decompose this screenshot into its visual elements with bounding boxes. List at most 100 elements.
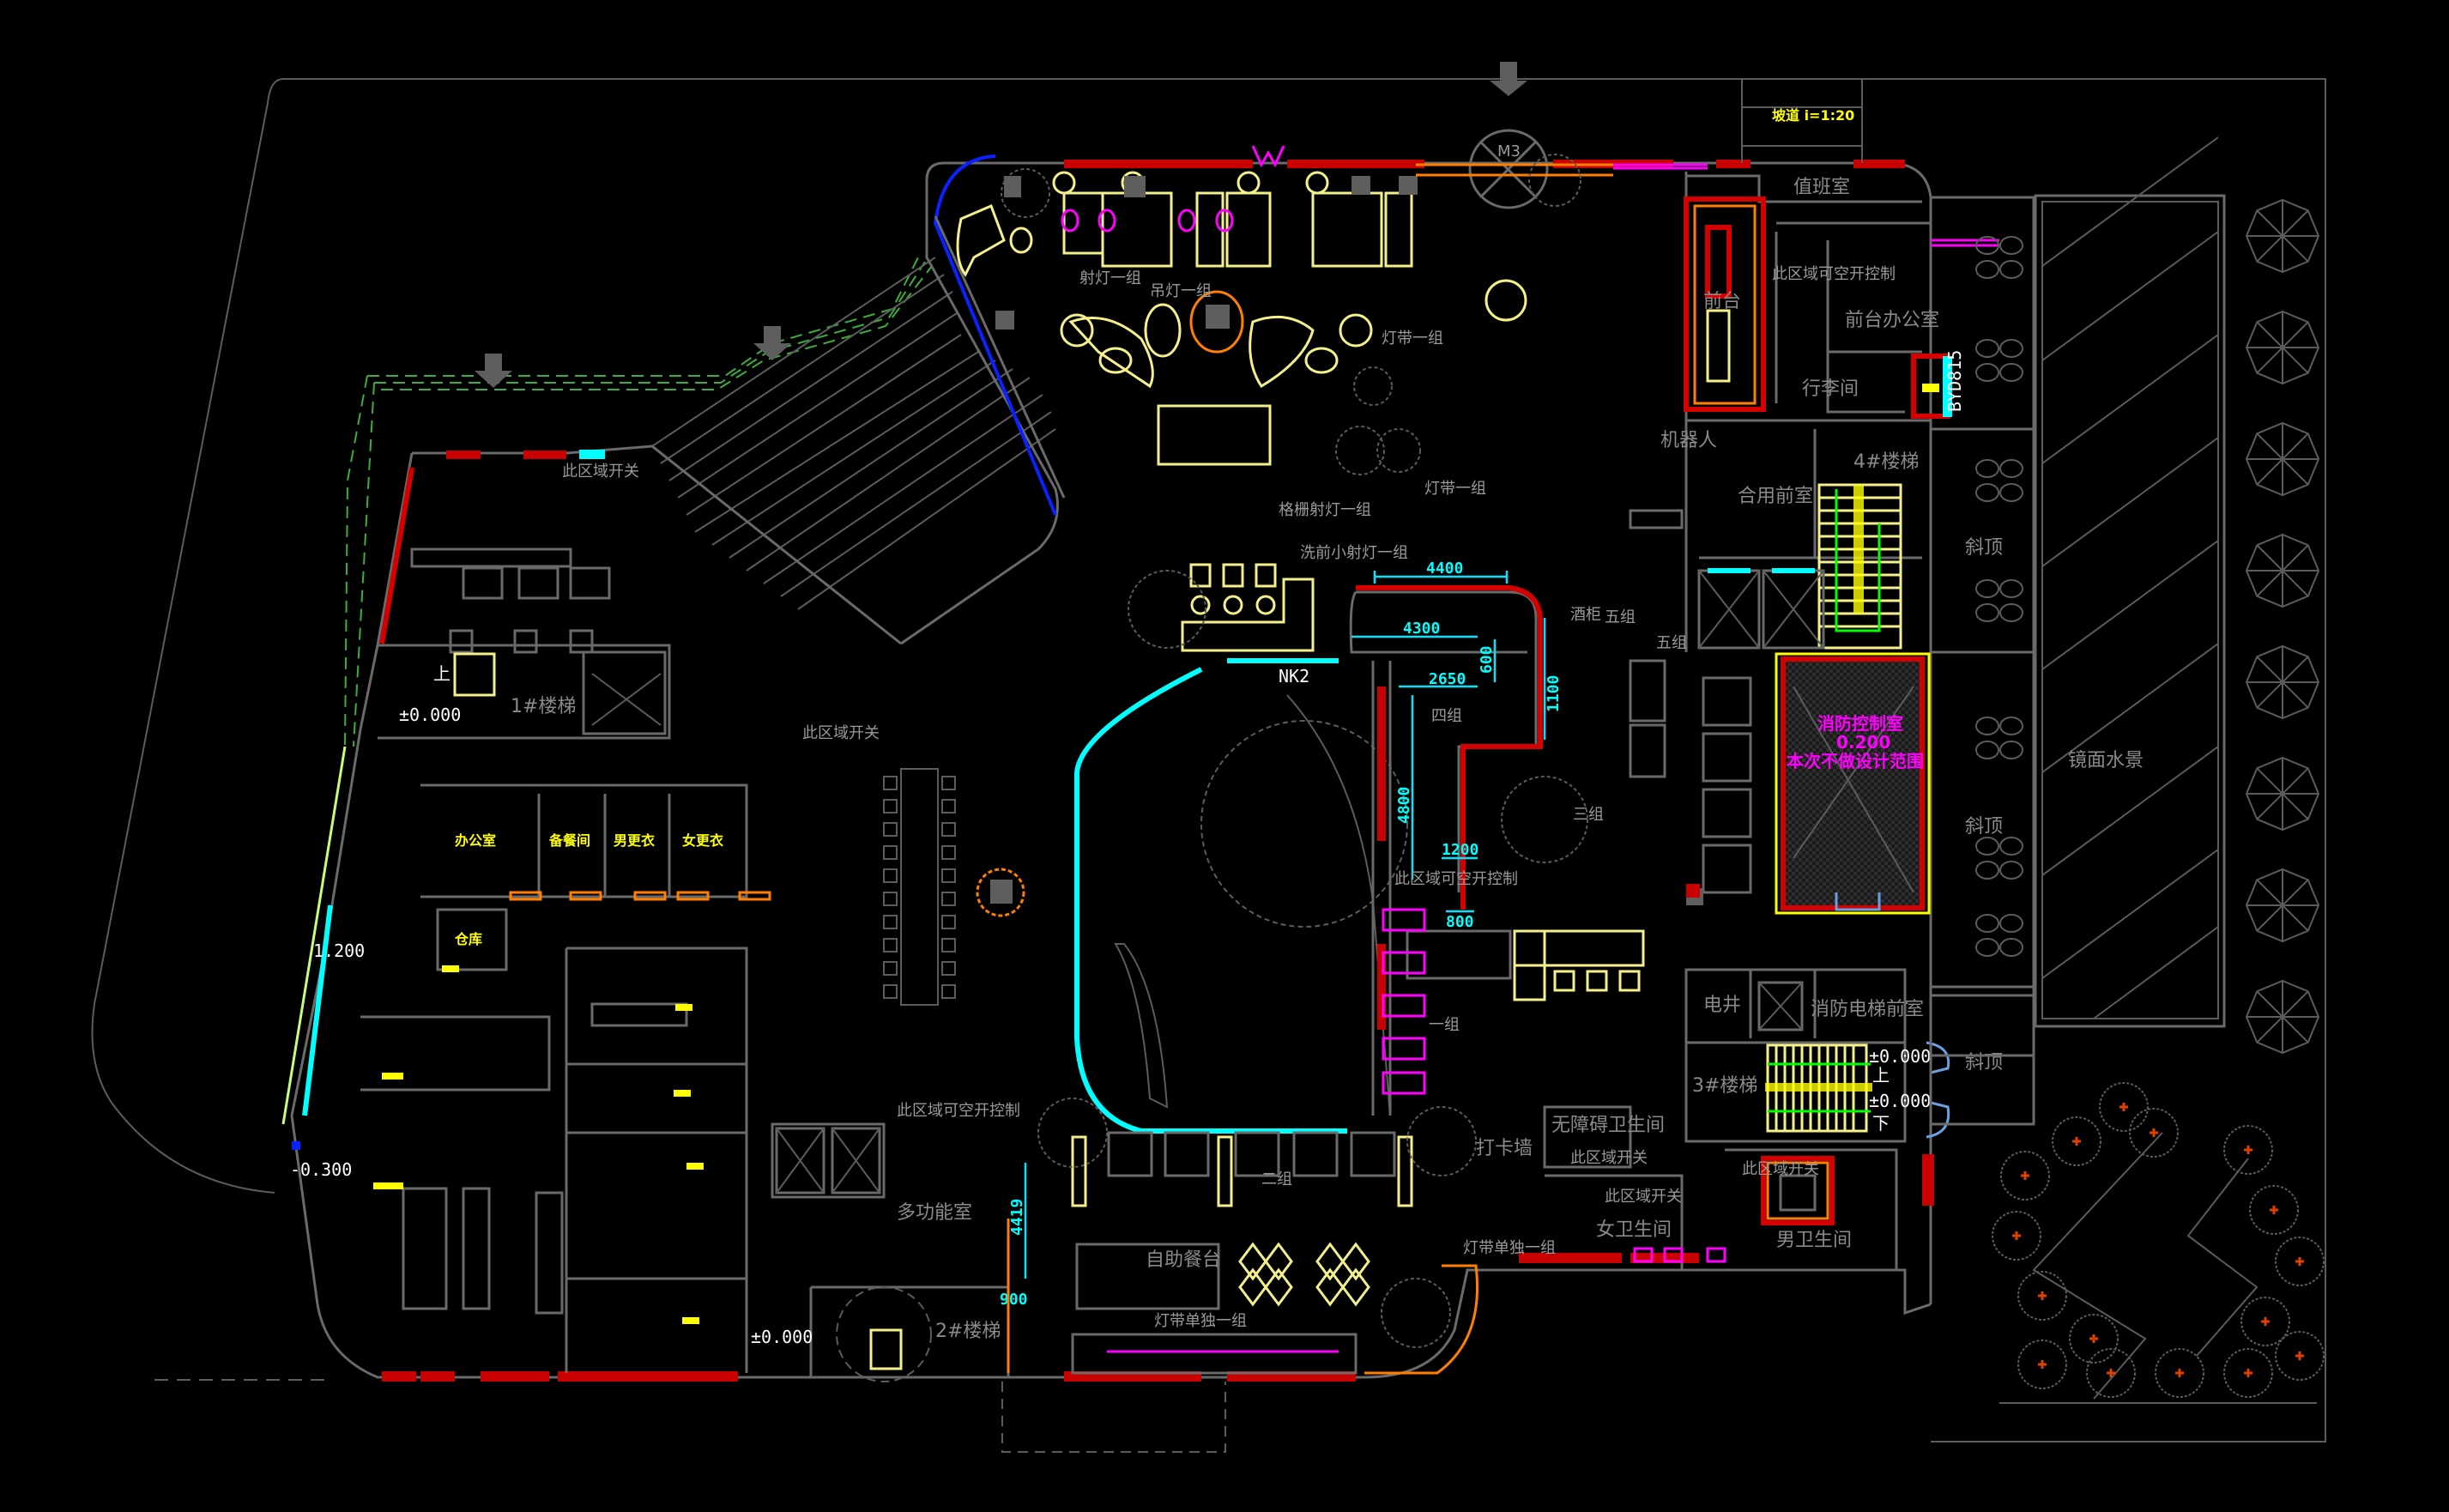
umbrella-rib	[2256, 209, 2309, 263]
light-fixture-icon	[2175, 1369, 2184, 1377]
fire-control-elevation: 0.200	[1836, 732, 1890, 753]
table-chair-set	[1999, 363, 2023, 382]
slope-roof-label-1: 斜顶	[1965, 537, 2003, 559]
lounge-wall	[934, 215, 1066, 499]
tree-icon	[2155, 1348, 2204, 1398]
lighting-group-5a: 五组	[1605, 608, 1636, 626]
chair	[883, 845, 898, 860]
table-chair-set	[1975, 579, 1999, 598]
light-fixture-icon	[2244, 1369, 2252, 1377]
chair	[941, 938, 956, 953]
umbrella-rib	[2256, 879, 2309, 932]
light-fixture-icon	[2038, 1360, 2047, 1369]
staff-rooms: 办公室 备餐间 男更衣 女更衣 仓库	[420, 783, 771, 971]
tree-icon	[2275, 1237, 2325, 1286]
lighting-group-1: 一组	[1429, 1016, 1460, 1034]
outdoor-elevation-label: -0.300	[290, 1159, 352, 1180]
breaker-note-atrium: 此区域可空开控制	[1394, 870, 1518, 888]
fire-control-title: 消防控制室	[1817, 713, 1903, 734]
stair3-down-mark: 下	[1872, 1113, 1890, 1134]
light-fixture-icon	[2244, 1146, 2252, 1154]
light-fixture-icon	[2150, 1128, 2158, 1137]
stair3-elevation-mid: ±0.000	[1869, 1091, 1931, 1111]
tree-icon	[2275, 1331, 2325, 1381]
lighting-strip-2: 灯带一组	[1424, 480, 1486, 498]
table-chair-set	[1999, 914, 2023, 933]
tree-icon	[1992, 1211, 2041, 1261]
mens-wc-label: 男卫生间	[1776, 1230, 1852, 1251]
ramp-elevation-label: 1.200	[313, 940, 365, 961]
switch-note-north: 此区域开关	[562, 463, 639, 481]
lighting-strip-single-2: 灯带单独一组	[1463, 1239, 1556, 1257]
table-chair-set	[1999, 483, 2023, 502]
site-boundary	[91, 78, 2326, 1453]
tree-icon	[2223, 1348, 2273, 1398]
table-chair-set	[1999, 236, 2023, 255]
core-south: 电井 消防电梯前室 3#楼梯 ±0.000 ±0.000 上 下 斜顶	[1684, 968, 2035, 1143]
curved-glass-wall	[933, 154, 1057, 516]
tree-icon	[2000, 1151, 2050, 1201]
dim-600: 600	[1478, 645, 1496, 674]
checkin-wall-label: 打卡墙	[1476, 1138, 1533, 1159]
umbrella-rib	[2256, 544, 2309, 597]
dim-1200: 1200	[1442, 841, 1478, 859]
chair	[941, 868, 956, 883]
long-table	[883, 768, 1025, 1006]
restrooms: 无障碍卫生间 此区域开关 此区域开关 女卫生间 此区域开关 男卫生间 打卡墙	[1476, 1105, 1898, 1270]
chair	[941, 822, 956, 837]
storage-label: 仓库	[454, 931, 482, 947]
stair3-label: 3#楼梯	[1692, 1075, 1757, 1097]
lighting-labels: 射灯一组 吊灯一组 灯带一组 灯带一组 格栅射灯一组 洗前小射灯一组 四组 三组…	[1079, 269, 1604, 1330]
banquet-label: 多功能室	[897, 1202, 972, 1224]
stair2-elevation: ±0.000	[751, 1327, 813, 1347]
male-locker-label: 男更衣	[614, 832, 655, 849]
light-fixture-icon	[2270, 1206, 2278, 1214]
table-chair-set	[1975, 459, 1999, 478]
table-chair-set	[1975, 603, 1999, 622]
revolving-door-label: M3	[1497, 142, 1521, 160]
table-chair-set	[1975, 717, 1999, 735]
tree-icon	[2017, 1271, 2067, 1321]
dim-4400: 4400	[1426, 559, 1463, 578]
table-chair-set	[1999, 260, 2023, 279]
lighting-strip-single-1: 灯带单独一组	[1154, 1312, 1247, 1330]
tree-icon	[2069, 1314, 2119, 1364]
umbrella-rib	[2256, 990, 2309, 1043]
light-fixture-icon	[2107, 1369, 2115, 1377]
dim-1100: 1100	[1545, 675, 1563, 712]
chair	[941, 961, 956, 976]
reception-block: 值班室 此区域可空开控制 前台办公室 行李间 前台 BYD815	[1684, 172, 1999, 429]
chair	[883, 799, 898, 813]
chair	[941, 915, 956, 929]
light-fixture-icon	[2261, 1317, 2270, 1326]
light-fixture-icon	[2012, 1231, 2021, 1240]
table-chair-set	[1999, 339, 2023, 358]
chair	[941, 892, 956, 906]
buffet-label: 自助餐台	[1146, 1249, 1221, 1271]
tree-icon	[2223, 1125, 2273, 1175]
table-chair-set	[1999, 603, 2023, 622]
tree-icon	[2052, 1116, 2101, 1166]
dimensions: 4400 4300 2650 600 1100 4800 1200 800 44…	[1000, 559, 1563, 1309]
table-chair-set	[1975, 938, 1999, 957]
kitchen: 多功能室 此区域可空开控制 2#楼梯 ±0.000	[360, 947, 1020, 1382]
table-chair-set	[1975, 861, 1999, 880]
womens-wc-label: 女卫生间	[1596, 1219, 1672, 1241]
table-chair-set	[1975, 236, 1999, 255]
lighting-spot-1: 射灯一组	[1079, 269, 1141, 287]
interior-trees	[1001, 154, 1588, 1348]
stair3-elevation-top: ±0.000	[1869, 1046, 1931, 1067]
dim-900: 900	[1000, 1291, 1028, 1309]
garden	[1992, 1082, 2325, 1404]
mirror-pool-label: 镜面水景	[2068, 750, 2144, 771]
chair	[883, 892, 898, 906]
chair	[883, 984, 898, 999]
fire-elevator-lobby-label: 消防电梯前室	[1811, 999, 1924, 1020]
tree-icon	[2099, 1082, 2149, 1132]
east-dining	[1629, 659, 1752, 905]
lighting-group-4: 四组	[1431, 707, 1462, 725]
pantry-label: 备餐间	[548, 832, 590, 849]
breaker-note-kitchen: 此区域可空开控制	[897, 1102, 1020, 1120]
table-chair-set	[1975, 914, 1999, 933]
core-north: 机器人 合用前室 4#楼梯 五组 五组	[1605, 419, 1931, 652]
